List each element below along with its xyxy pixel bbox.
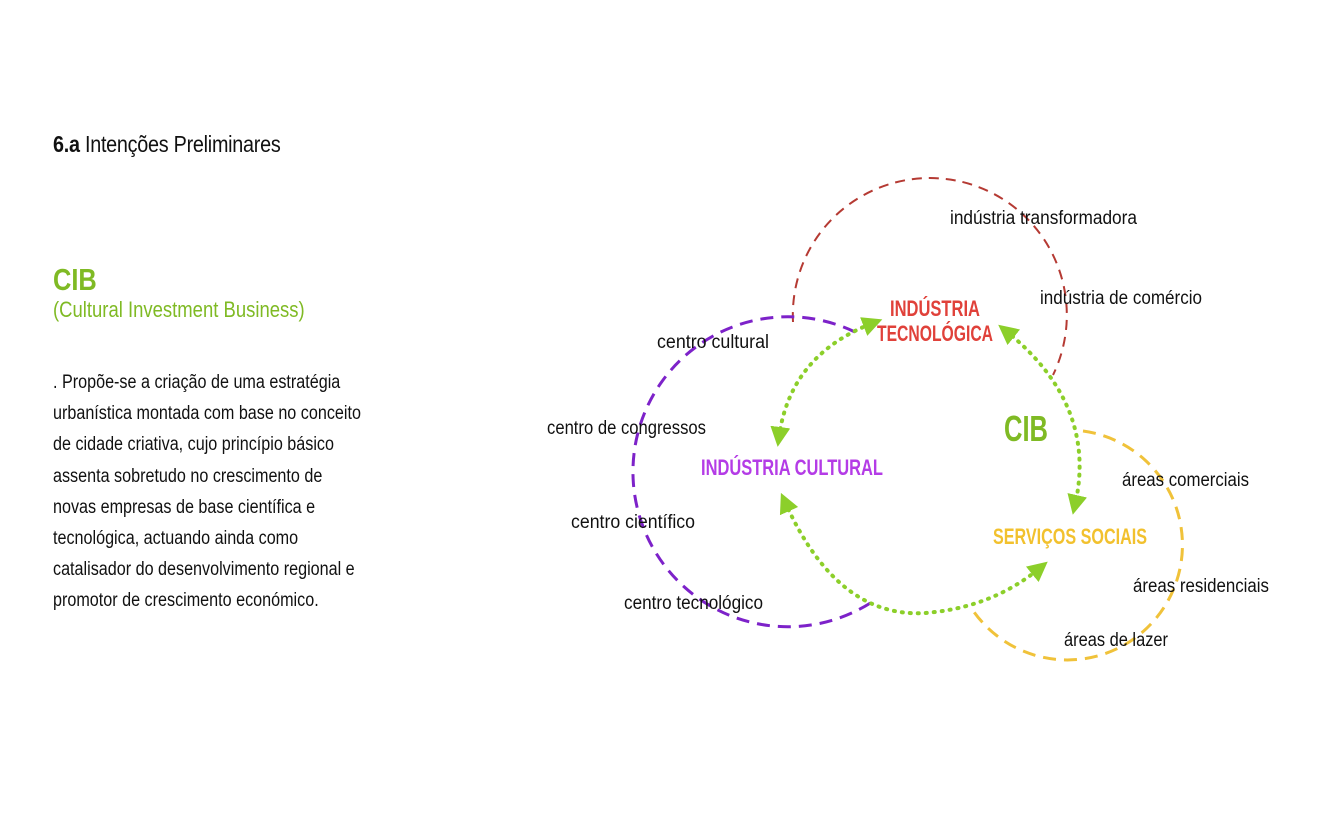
description-line: promotor de crescimento económico. — [53, 590, 319, 612]
link-cultural-tecnologica — [770, 317, 883, 447]
cultural-domain-circle — [631, 315, 876, 629]
link-cultural-sociais — [779, 492, 1048, 616]
link-tecnologica-sociais — [998, 324, 1087, 515]
node-industria-cultural: INDÚSTRIA CULTURAL — [701, 455, 883, 480]
item-areas-comerciais: áreas comerciais — [1122, 470, 1249, 491]
description-line: assenta sobretudo no crescimento de — [53, 465, 323, 487]
item-centro-cientifico: centro científico — [571, 512, 695, 533]
description-line: . Propõe-se a criação de uma estratégia — [53, 372, 341, 393]
tecnologica-domain-circle — [791, 177, 1068, 376]
item-centro-cultural: centro cultural — [657, 332, 769, 353]
page-title: 6.a Intenções Preliminares — [53, 131, 281, 158]
item-areas-de-lazer: áreas de lazer — [1064, 630, 1169, 651]
diagram-center-label: CIB — [1004, 408, 1048, 449]
item-industria-transformadora: indústria transformadora — [950, 208, 1137, 229]
item-centro-tecnologico: centro tecnológico — [624, 593, 763, 614]
description-line: de cidade criativa, cujo princípio básic… — [53, 434, 334, 456]
node-servicos-sociais: SERVIÇOS SOCIAIS — [993, 524, 1147, 549]
description-line: novas empresas de base científica e — [53, 496, 316, 518]
item-industria-de-comercio: indústria de comércio — [1040, 288, 1202, 309]
description-line: tecnológica, actuando ainda como — [53, 528, 299, 550]
node-industria-tecnologica-line2: TECNOLÓGICA — [877, 321, 993, 346]
description-paragraph: . Propõe-se a criação de uma estratégia … — [53, 367, 415, 617]
cib-heading: CIB — [53, 262, 97, 297]
item-centro-de-congressos: centro de congressos — [547, 418, 706, 439]
item-areas-residenciais: áreas residenciais — [1133, 576, 1269, 597]
node-industria-tecnologica-line1: INDÚSTRIA — [890, 296, 980, 321]
section-number: 6.a — [53, 131, 80, 157]
description-line: urbanística montada com base no conceito — [53, 403, 361, 425]
sociais-domain-circle — [968, 429, 1184, 662]
cib-full-name: (Cultural Investment Business) — [53, 297, 305, 322]
description-line: catalisador do desenvolvimento regional … — [53, 559, 355, 581]
section-title: Intenções Preliminares — [84, 131, 281, 157]
